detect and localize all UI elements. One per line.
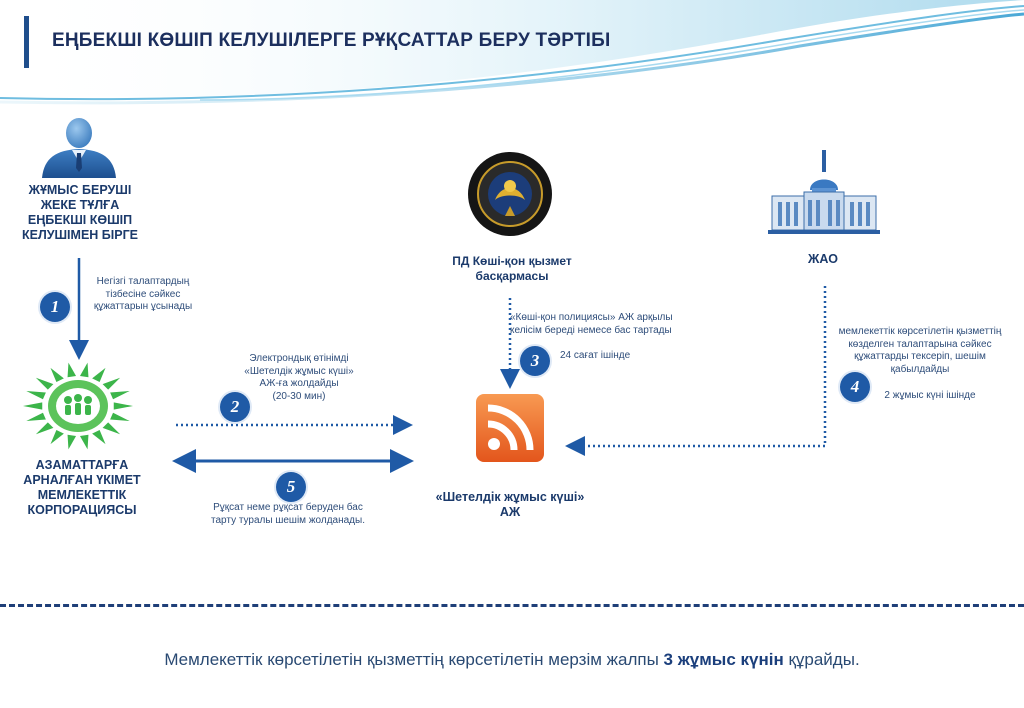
step-4-badge: 4	[840, 372, 870, 402]
step-5-badge: 5	[276, 472, 306, 502]
step-1-text: Негізгі талаптардың тізбесіне сәйкес құж…	[88, 276, 198, 314]
step-4-duration: 2 жұмыс күні ішінде	[870, 390, 990, 403]
footer-divider	[0, 604, 1024, 607]
step-2-text: Электрондық өтінімді «Шетелдік жұмыс күш…	[240, 353, 358, 403]
step-4-text: мемлекеттік көрсетілетін қызметтің көзде…	[838, 326, 1002, 376]
step-2-duration: (20-30 мин)	[273, 391, 326, 402]
step-1-badge: 1	[40, 292, 70, 322]
step-3-text: «Көші-қон полициясы» АЖ арқылы келісім б…	[510, 312, 696, 337]
arrow-step-4	[570, 286, 825, 446]
footer-text-bold: 3 жұмыс күнін	[664, 650, 784, 669]
footer-text-pre: Мемлекеттік көрсетілетін қызметтің көрсе…	[164, 650, 663, 669]
step-3-duration: 24 сағат ішінде	[560, 350, 650, 363]
footer-summary: Мемлекеттік көрсетілетін қызметтің көрсе…	[0, 650, 1024, 670]
step-5-text: Рұқсат неме рұқсат беруден бас тарту тур…	[200, 502, 376, 527]
step-3-badge: 3	[520, 346, 550, 376]
footer-text-post: құрайды.	[784, 650, 860, 669]
step-2-description: Электрондық өтінімді «Шетелдік жұмыс күш…	[244, 353, 353, 389]
